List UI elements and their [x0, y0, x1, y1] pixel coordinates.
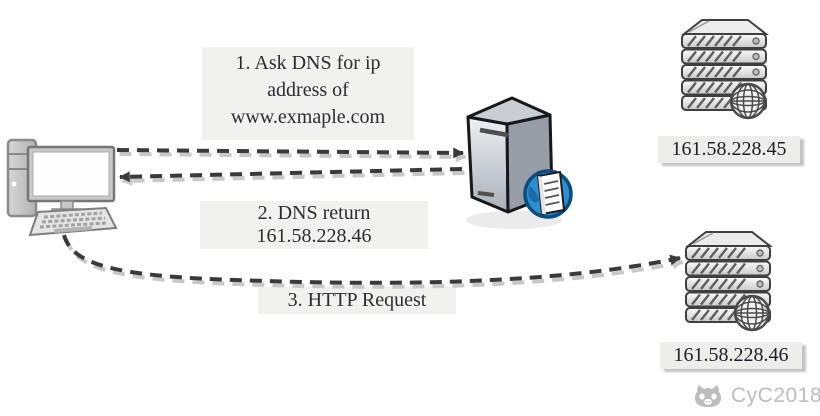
watermark: CyC2018: [692, 383, 820, 409]
server-top-ip: 161.58.228.45: [671, 138, 787, 160]
web-server-top-icon: [680, 18, 768, 120]
keyboard-icon: [28, 206, 118, 237]
step2-label: 2. DNS return 161.58.228.46: [200, 201, 428, 249]
document-icon: [536, 170, 566, 216]
step1-line3: www.exmaple.com: [230, 106, 386, 128]
watermark-text: CyC2018: [731, 384, 820, 407]
dns-query-arrow-shadow: [119, 151, 467, 163]
monitor-icon: [26, 145, 116, 214]
step1-label: 1. Ask DNS for ip address of www.exmaple…: [202, 47, 414, 140]
dns-response-arrow-shadow: [121, 171, 465, 187]
step1-line2: address of: [267, 79, 349, 101]
dns-response-arrow: [118, 167, 463, 183]
step2-line2: 161.58.228.46: [256, 225, 372, 247]
server-top-ip-label: 161.58.228.45: [658, 136, 800, 163]
cat-logo-icon: [695, 385, 721, 407]
step2-line1: 2. DNS return: [257, 202, 371, 224]
dns-query-arrow: [116, 147, 465, 159]
step3-label: 3. HTTP Request: [258, 287, 456, 314]
server-bottom-ip: 161.58.228.46: [673, 344, 789, 366]
dns-server-icon: [466, 96, 573, 229]
step1-line1: 1. Ask DNS for ip: [235, 52, 381, 74]
server-bottom-ip-label: 161.58.228.46: [660, 342, 802, 369]
step3-line1: 3. HTTP Request: [287, 289, 427, 311]
client-computer-icon: [6, 138, 118, 237]
globe-document-badge-icon: [523, 169, 573, 219]
web-server-bottom-icon: [684, 230, 772, 332]
